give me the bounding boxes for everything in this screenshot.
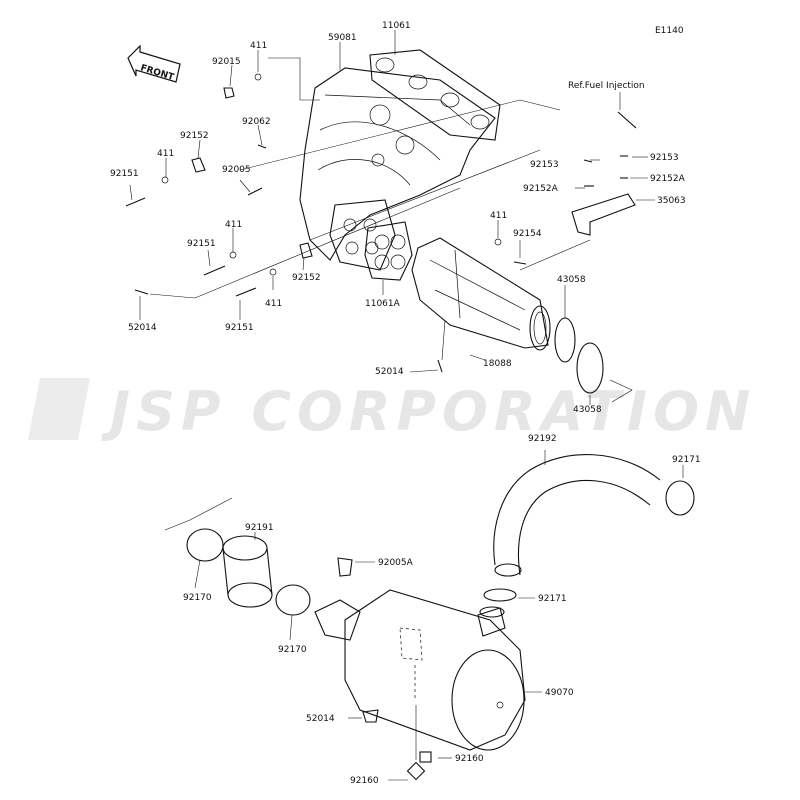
label-43058: 43058 bbox=[573, 405, 602, 415]
label-92153: 92153 bbox=[650, 153, 679, 163]
ref-fuel-injection-note: Ref.Fuel Injection bbox=[568, 81, 645, 91]
tube-clamp-right bbox=[275, 584, 311, 616]
label-92170: 92170 bbox=[278, 645, 307, 655]
label-411: 411 bbox=[157, 149, 174, 159]
watermark-text: JSP CORPORATION bbox=[101, 380, 756, 443]
label-35063: 35063 bbox=[657, 196, 686, 206]
label-52014: 52014 bbox=[306, 714, 335, 724]
tube-clamp-left bbox=[186, 528, 224, 562]
label-92154: 92154 bbox=[513, 229, 542, 239]
pad-92160-bottom bbox=[406, 761, 426, 781]
label-92170: 92170 bbox=[183, 593, 212, 603]
label-59081: 59081 bbox=[328, 33, 357, 43]
hose-clamp-lower bbox=[483, 588, 517, 602]
label-52014: 52014 bbox=[375, 367, 404, 377]
hose-clamp-upper bbox=[665, 480, 695, 516]
watermark-logo: JSP CORPORATION bbox=[28, 378, 756, 443]
exhaust-manifold bbox=[299, 67, 496, 271]
label-43058: 43058 bbox=[557, 275, 586, 285]
label-92151: 92151 bbox=[225, 323, 254, 333]
o-ring-lower bbox=[576, 342, 604, 394]
part-labels: 411 59081 11061 92015 92062 92152 411 92… bbox=[110, 21, 701, 786]
label-92160: 92160 bbox=[350, 776, 379, 786]
label-411: 411 bbox=[265, 299, 282, 309]
label-92191: 92191 bbox=[245, 523, 274, 533]
label-11061: 11061 bbox=[382, 21, 411, 31]
label-92171: 92171 bbox=[672, 455, 701, 465]
muffler bbox=[344, 589, 526, 751]
exhaust-pipe bbox=[411, 237, 551, 351]
label-411: 411 bbox=[225, 220, 242, 230]
label-92151: 92151 bbox=[110, 169, 139, 179]
label-92151: 92151 bbox=[187, 239, 216, 249]
label-92005: 92005 bbox=[222, 165, 251, 175]
lower-leader-lines bbox=[164, 450, 684, 781]
label-92153: 92153 bbox=[530, 160, 559, 170]
label-92152: 92152 bbox=[180, 131, 209, 141]
bracket bbox=[571, 193, 636, 236]
label-49070: 49070 bbox=[545, 688, 574, 698]
label-92192: 92192 bbox=[528, 434, 557, 444]
front-arrow-icon: FRONT bbox=[127, 44, 181, 83]
sensor-52014-lower bbox=[362, 709, 379, 723]
pad-92160-side bbox=[419, 751, 432, 763]
o-ring-upper bbox=[554, 317, 576, 363]
label-92062: 92062 bbox=[242, 117, 271, 127]
label-92152a: 92152A bbox=[523, 184, 559, 194]
exhaust-hose bbox=[493, 454, 661, 577]
label-92160: 92160 bbox=[455, 754, 484, 764]
upper-leader-lines bbox=[129, 30, 655, 405]
label-92152a: 92152A bbox=[650, 174, 686, 184]
label-52014: 52014 bbox=[128, 323, 157, 333]
label-92152: 92152 bbox=[292, 273, 321, 283]
pipe-gasket bbox=[364, 221, 413, 281]
label-411: 411 bbox=[250, 41, 267, 51]
manifold-gasket bbox=[369, 49, 501, 141]
label-92015: 92015 bbox=[212, 57, 241, 67]
label-92005a: 92005A bbox=[378, 558, 414, 568]
label-411: 411 bbox=[490, 211, 507, 221]
label-11061a: 11061A bbox=[365, 299, 401, 309]
nipple-92005a bbox=[337, 557, 353, 577]
muffler-inlet bbox=[314, 599, 361, 641]
label-18088: 18088 bbox=[483, 359, 512, 369]
connecting-tube bbox=[222, 535, 273, 608]
diagram-code: E1140 bbox=[655, 26, 684, 36]
upper-fasteners bbox=[125, 73, 637, 373]
label-92171: 92171 bbox=[538, 594, 567, 604]
